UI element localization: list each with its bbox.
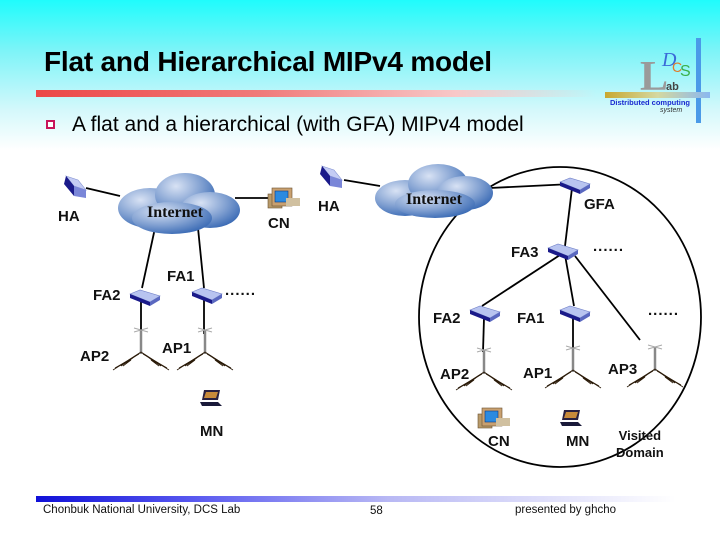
fa2-label-h: FA2 (433, 310, 461, 327)
mn-label-flat: MN (200, 423, 224, 440)
ellipsis-flat: ...... (225, 282, 257, 299)
ap1-label-flat: AP1 (162, 340, 192, 357)
link-internet-gfa (489, 183, 573, 189)
fa1-label-flat: FA1 (167, 268, 195, 285)
ha-label-h: HA (318, 198, 340, 215)
cn-computer-icon-h (477, 407, 511, 429)
logo-letter-s: S (680, 63, 691, 80)
link-fa3-fa2 (481, 254, 561, 307)
logo-letter-d: D (661, 49, 677, 71)
mn-label-h: MN (566, 433, 590, 450)
ha-label-flat: HA (58, 208, 80, 225)
logo-caption-1: Distributed computing (610, 98, 690, 107)
visited-domain-line2: Domain (616, 445, 664, 460)
fa2-router-icon-flat (129, 289, 161, 307)
bullet-text: A flat and a hierarchical (with GFA) MIP… (72, 113, 524, 136)
link-fa3-ap3 (574, 255, 641, 341)
gfa-label: GFA (584, 196, 615, 213)
ellipsis-fa3: ...... (593, 238, 625, 255)
fa1-router-icon-h (559, 305, 591, 323)
link-fa3-fa1 (564, 254, 575, 307)
logo-letter-c: C (672, 59, 682, 75)
bullet-square-icon (46, 120, 55, 129)
svg-text:ab: ab (666, 81, 679, 93)
dcs-lab-logo: L D C S ab Distributed computing system (600, 38, 710, 123)
internet-cloud-hierarchical (375, 164, 493, 218)
logo-letter-l: L (640, 54, 668, 100)
link-fa2-ap2-h (482, 317, 485, 353)
visited-domain-label: Visited Domain (616, 427, 664, 461)
footer-presenter: presented by ghcho (515, 504, 617, 516)
cn-label-h: CN (488, 433, 510, 450)
ap1-antenna-icon-h (543, 344, 603, 390)
mn-laptop-icon-flat (200, 390, 222, 406)
link-internet-fa1 (197, 227, 205, 289)
fa3-router-icon (547, 243, 579, 261)
cn-computer-icon-flat (267, 187, 301, 209)
visited-domain-line1: Visited (618, 428, 662, 443)
footer-page-number: 58 (370, 505, 383, 517)
footer-rule (36, 496, 676, 502)
ap2-label-h: AP2 (440, 366, 470, 383)
ap2-label-flat: AP2 (80, 348, 110, 365)
fa3-label: FA3 (511, 244, 539, 261)
link-ha-internet (85, 187, 121, 197)
ha-router-icon-flat (63, 175, 87, 199)
logo-caption-2: system (660, 107, 683, 114)
slide-title: Flat and Hierarchical MIPv4 model (44, 46, 492, 77)
gfa-router-icon (559, 177, 591, 195)
title-underline (36, 90, 596, 97)
link-ha-internet-h (343, 179, 381, 187)
ellipsis-fa-level: ...... (648, 302, 680, 319)
ha-router-icon-h (319, 165, 343, 189)
ap1-label-h: AP1 (523, 365, 553, 382)
internet-cloud-flat (118, 173, 240, 234)
fa2-router-icon-h (469, 305, 501, 323)
link-gfa-fa3 (564, 187, 573, 247)
mn-laptop-icon-h (560, 410, 582, 426)
fa1-router-icon-flat (191, 287, 223, 305)
ap3-label-h: AP3 (608, 361, 638, 378)
cn-label-flat: CN (268, 215, 290, 232)
footer-university: Chonbuk National University, DCS Lab (43, 504, 241, 516)
link-internet-fa2 (141, 227, 156, 289)
ap2-antenna-icon-flat (111, 326, 171, 372)
fa2-label-flat: FA2 (93, 287, 121, 304)
fa1-label-h: FA1 (517, 310, 545, 327)
visited-domain-boundary (418, 166, 702, 468)
internet-label-h: Internet (406, 191, 462, 208)
internet-label-flat: Internet (147, 204, 203, 221)
